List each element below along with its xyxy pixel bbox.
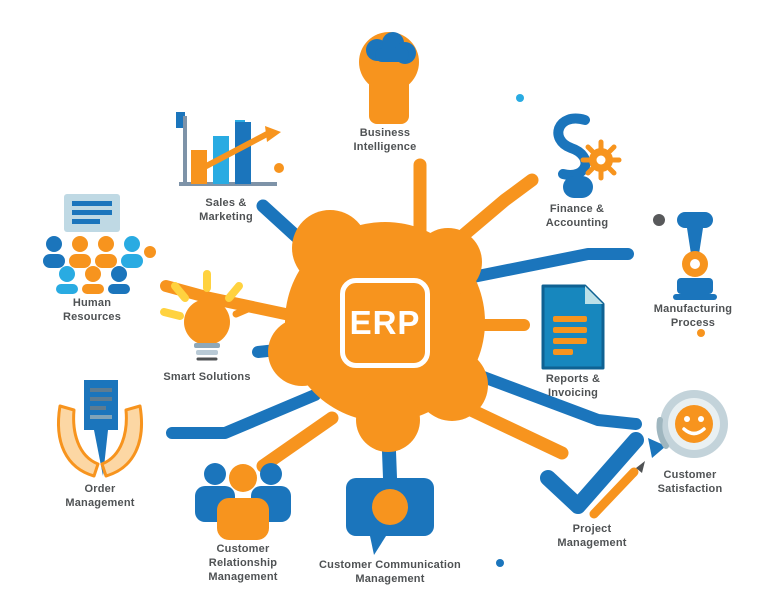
- module-order-management: Order Management: [42, 380, 158, 511]
- label-line: Business: [359, 127, 411, 139]
- connector-customer-satisfaction: [464, 366, 642, 430]
- label-line: Customer Communication: [319, 559, 461, 571]
- dollar-gear-icon: [553, 113, 622, 198]
- module-project-management: Project Management: [532, 426, 652, 551]
- label-line: Accounting: [545, 216, 609, 229]
- module-label: Order Management: [65, 483, 134, 511]
- people-row-1: [43, 236, 143, 268]
- connector-customer-relationship: [256, 411, 339, 473]
- smiley-face-icon: [648, 390, 728, 458]
- module-label: Finance & Accounting: [546, 203, 609, 231]
- module-label: Human Resources: [63, 297, 121, 325]
- module-label: Project Management: [557, 523, 626, 551]
- label-line: Management: [65, 496, 135, 509]
- label-line: Project: [572, 523, 612, 535]
- label-line: Management: [208, 570, 278, 583]
- module-label: Sales & Marketing: [199, 197, 253, 225]
- label-line: Satisfaction: [657, 482, 723, 495]
- module-finance-accounting: Finance & Accounting: [506, 110, 648, 231]
- label-line: Human: [72, 297, 112, 309]
- module-reports-invoicing: Reports & Invoicing: [516, 284, 630, 401]
- module-label: Business Intelligence: [354, 127, 417, 155]
- module-customer-communication: Customer Communication Management: [295, 476, 485, 587]
- module-human-resources: Human Resources: [36, 194, 148, 325]
- module-customer-relationship: Customer Relationship Management: [182, 452, 304, 584]
- module-label: Smart Solutions: [163, 371, 250, 385]
- module-label: Manufacturing Process: [654, 303, 732, 331]
- chat-bubble-icon: [346, 478, 434, 555]
- connector-manufacturing-process: [462, 248, 634, 284]
- piston-icon: [653, 212, 717, 300]
- erp-center-label: ERP: [349, 304, 421, 341]
- module-label: Customer Communication Management: [319, 559, 461, 587]
- check-pencil-icon: [540, 432, 645, 519]
- label-line: Manufacturing: [653, 303, 733, 315]
- head-brain-icon: [359, 32, 419, 124]
- label-line: Customer: [663, 469, 717, 481]
- module-business-intelligence: Business Intelligence: [327, 20, 443, 155]
- module-customer-satisfaction: Customer Satisfaction: [628, 380, 752, 497]
- label-line: Customer Relationship: [208, 543, 278, 569]
- label-line: Management: [557, 536, 627, 549]
- label-line: Process: [670, 316, 716, 329]
- label-line: Marketing: [199, 210, 253, 223]
- module-label: Customer Satisfaction: [658, 469, 723, 497]
- label-line: Finance &: [549, 203, 605, 215]
- label-line: Smart Solutions: [163, 371, 251, 383]
- hands-document-icon: [57, 380, 143, 478]
- connector-order-management: [166, 389, 321, 439]
- label-line: Management: [355, 572, 425, 585]
- module-smart-solutions: Smart Solutions: [155, 270, 259, 385]
- erp-hub-blob: [268, 210, 488, 452]
- people-row-2: [56, 266, 130, 294]
- decor-dots: [144, 94, 705, 567]
- module-sales-marketing: Sales & Marketing: [163, 106, 289, 225]
- customers-icon: [195, 463, 291, 540]
- label-line: Resources: [62, 310, 122, 323]
- module-label: Customer Relationship Management: [182, 543, 304, 584]
- people-list-icon: [43, 194, 143, 294]
- label-line: Reports &: [545, 373, 601, 385]
- lightbulb-icon: [160, 270, 254, 361]
- document-icon: [541, 284, 605, 370]
- module-manufacturing-process: Manufacturing Process: [624, 210, 762, 331]
- label-line: Invoicing: [547, 386, 599, 399]
- bar-chart-icon: [176, 112, 284, 186]
- module-label: Reports & Invoicing: [546, 373, 600, 401]
- erp-center-badge: ERP: [340, 278, 430, 368]
- label-line: Order: [84, 483, 116, 495]
- label-line: Sales &: [205, 197, 247, 209]
- label-line: Intelligence: [353, 140, 417, 153]
